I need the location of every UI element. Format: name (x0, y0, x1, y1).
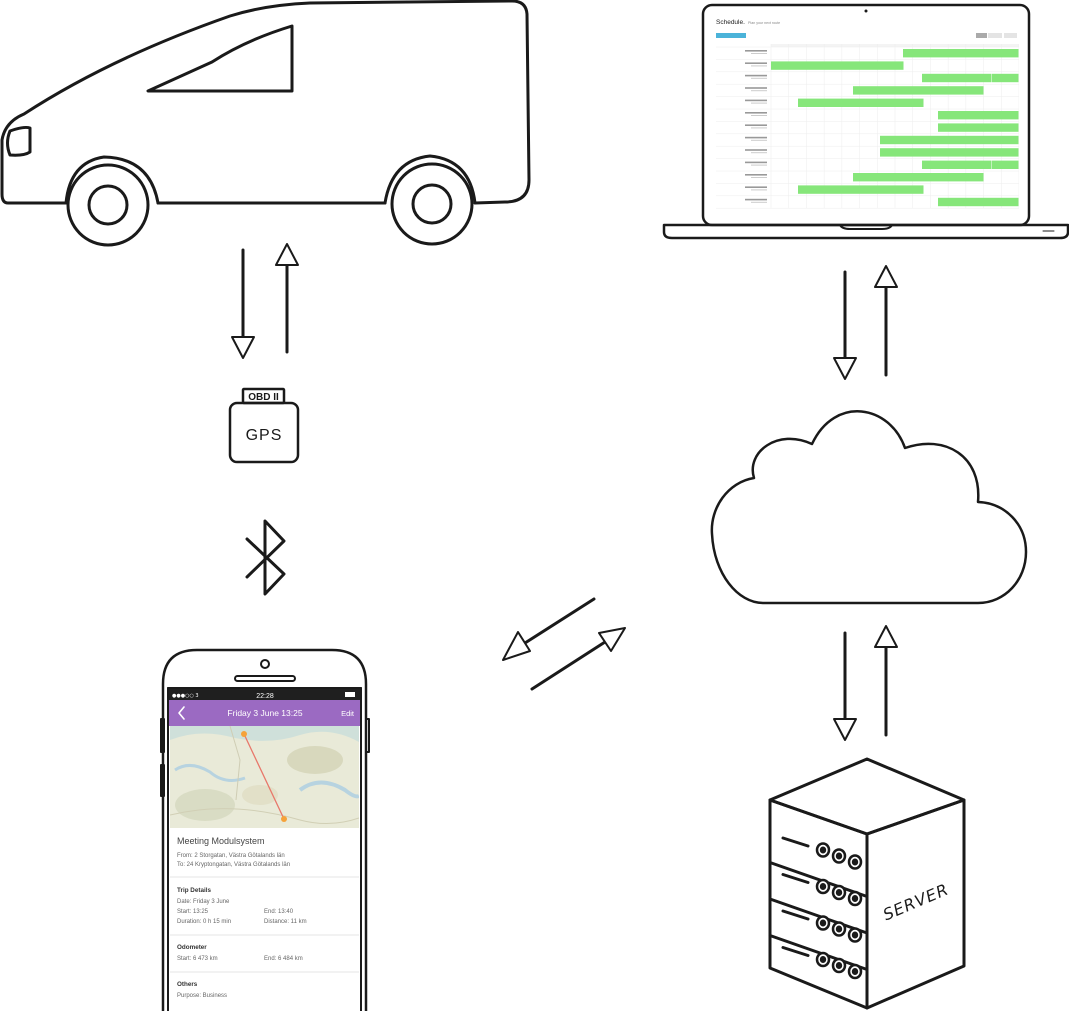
schedule-date-button[interactable] (716, 33, 746, 38)
schedule-row-label (745, 149, 767, 151)
arrow-server-to-cloud (874, 625, 898, 737)
smartphone-icon: ●●●○○ 3 22:28 Friday 3 June 13:25 Edit (160, 648, 370, 1011)
trip-duration: Duration: 0 h 15 min (177, 919, 231, 925)
odometer-start: Start: 6 473 km (177, 956, 218, 962)
arrow-cloud-to-laptop (874, 265, 898, 377)
header-title: Friday 3 June 13:25 (227, 708, 302, 718)
schedule-booking-bar[interactable] (853, 86, 984, 95)
arrow-cloud-to-phone (502, 597, 596, 661)
schedule-row-label (745, 124, 767, 126)
purpose: Purpose: Business (177, 993, 227, 999)
schedule-row-label (745, 174, 767, 176)
schedule-booking-bar[interactable] (938, 197, 1019, 207)
schedule-booking-bar[interactable] (938, 123, 1019, 132)
others-heading: Others (177, 981, 198, 988)
schedule-row-label (745, 62, 767, 64)
schedule-booking-bar[interactable] (880, 148, 1019, 157)
server-rack-unit (768, 861, 869, 907)
arrow-phone-to-cloud (530, 627, 626, 691)
trip-distance: Distance: 11 km (264, 919, 307, 925)
arrow-cloud-to-server (833, 631, 857, 741)
back-chevron-icon[interactable] (178, 706, 185, 720)
schedule-booking-bar[interactable] (922, 73, 992, 83)
server-rack-unit (781, 836, 863, 870)
schedule-row-label (745, 136, 767, 139)
schedule-booking-bar[interactable] (853, 173, 984, 182)
gps-device-label: GPS (246, 427, 283, 444)
schedule-subtitle: Plan your next route (748, 21, 780, 25)
arrow-gps-to-van (275, 243, 299, 354)
schedule-row-label (745, 198, 767, 201)
server-icon: SERVER (768, 757, 966, 1010)
status-carrier: ●●●○○ 3 (172, 693, 199, 699)
arrow-van-to-gps (231, 248, 255, 359)
phone-screen: ●●●○○ 3 22:28 Friday 3 June 13:25 Edit (169, 689, 360, 1011)
schedule-booking-bar[interactable] (992, 73, 1019, 83)
schedule-booking-bar[interactable] (771, 61, 904, 70)
trip-to: To: 24 Kryptongatan, Västra Götalands lä… (177, 862, 290, 868)
schedule-row-label (745, 74, 767, 77)
schedule-title: Schedule. (716, 19, 745, 26)
schedule-row-label (745, 87, 767, 89)
schedule-row-label (745, 50, 767, 52)
schedule-row-label (745, 112, 767, 114)
laptop-icon: Schedule. Plan your next route (662, 3, 1069, 240)
schedule-booking-bar[interactable] (938, 111, 1019, 120)
gps-obd-device-icon: OBD II GPS (228, 387, 300, 464)
server-rack-unit (768, 934, 869, 980)
bluetooth-icon (245, 519, 286, 596)
trip-map[interactable] (170, 726, 359, 828)
schedule-booking-bar[interactable] (798, 98, 924, 107)
trip-details-heading: Trip Details (177, 887, 211, 894)
edit-button[interactable]: Edit (341, 709, 355, 718)
schedule-row-label (745, 99, 767, 102)
schedule-booking-bar[interactable] (922, 160, 992, 169)
trip-start: Start: 13:25 (177, 909, 209, 915)
battery-icon (345, 692, 355, 697)
route-line (243, 733, 285, 820)
start-marker (241, 731, 247, 737)
status-time: 22:28 (256, 693, 274, 700)
end-marker (281, 816, 287, 822)
van-icon (0, 0, 531, 247)
schedule-booking-bar[interactable] (992, 160, 1019, 169)
schedule-booking-bar[interactable] (903, 49, 1019, 58)
server-label: SERVER (880, 880, 951, 925)
server-rack-unit (768, 897, 869, 943)
obd-port-label: OBD II (248, 392, 279, 403)
trip-title: Meeting Modulsystem (177, 836, 265, 846)
odometer-heading: Odometer (177, 944, 207, 951)
schedule-booking-bar[interactable] (798, 185, 924, 194)
schedule-row-label (745, 186, 767, 188)
trip-end: End: 13:40 (264, 909, 294, 915)
trip-from: From: 2 Storgatan, Västra Götalands län (177, 853, 285, 859)
cloud-icon (710, 410, 1028, 605)
schedule-row-label (745, 161, 767, 164)
odometer-end: End: 6 484 km (264, 956, 303, 962)
schedule-booking-bar[interactable] (880, 135, 1019, 145)
trip-date: Date: Friday 3 June (177, 899, 230, 905)
arrow-laptop-to-cloud (833, 270, 857, 380)
schedule-screen: Schedule. Plan your next route (712, 14, 1019, 211)
